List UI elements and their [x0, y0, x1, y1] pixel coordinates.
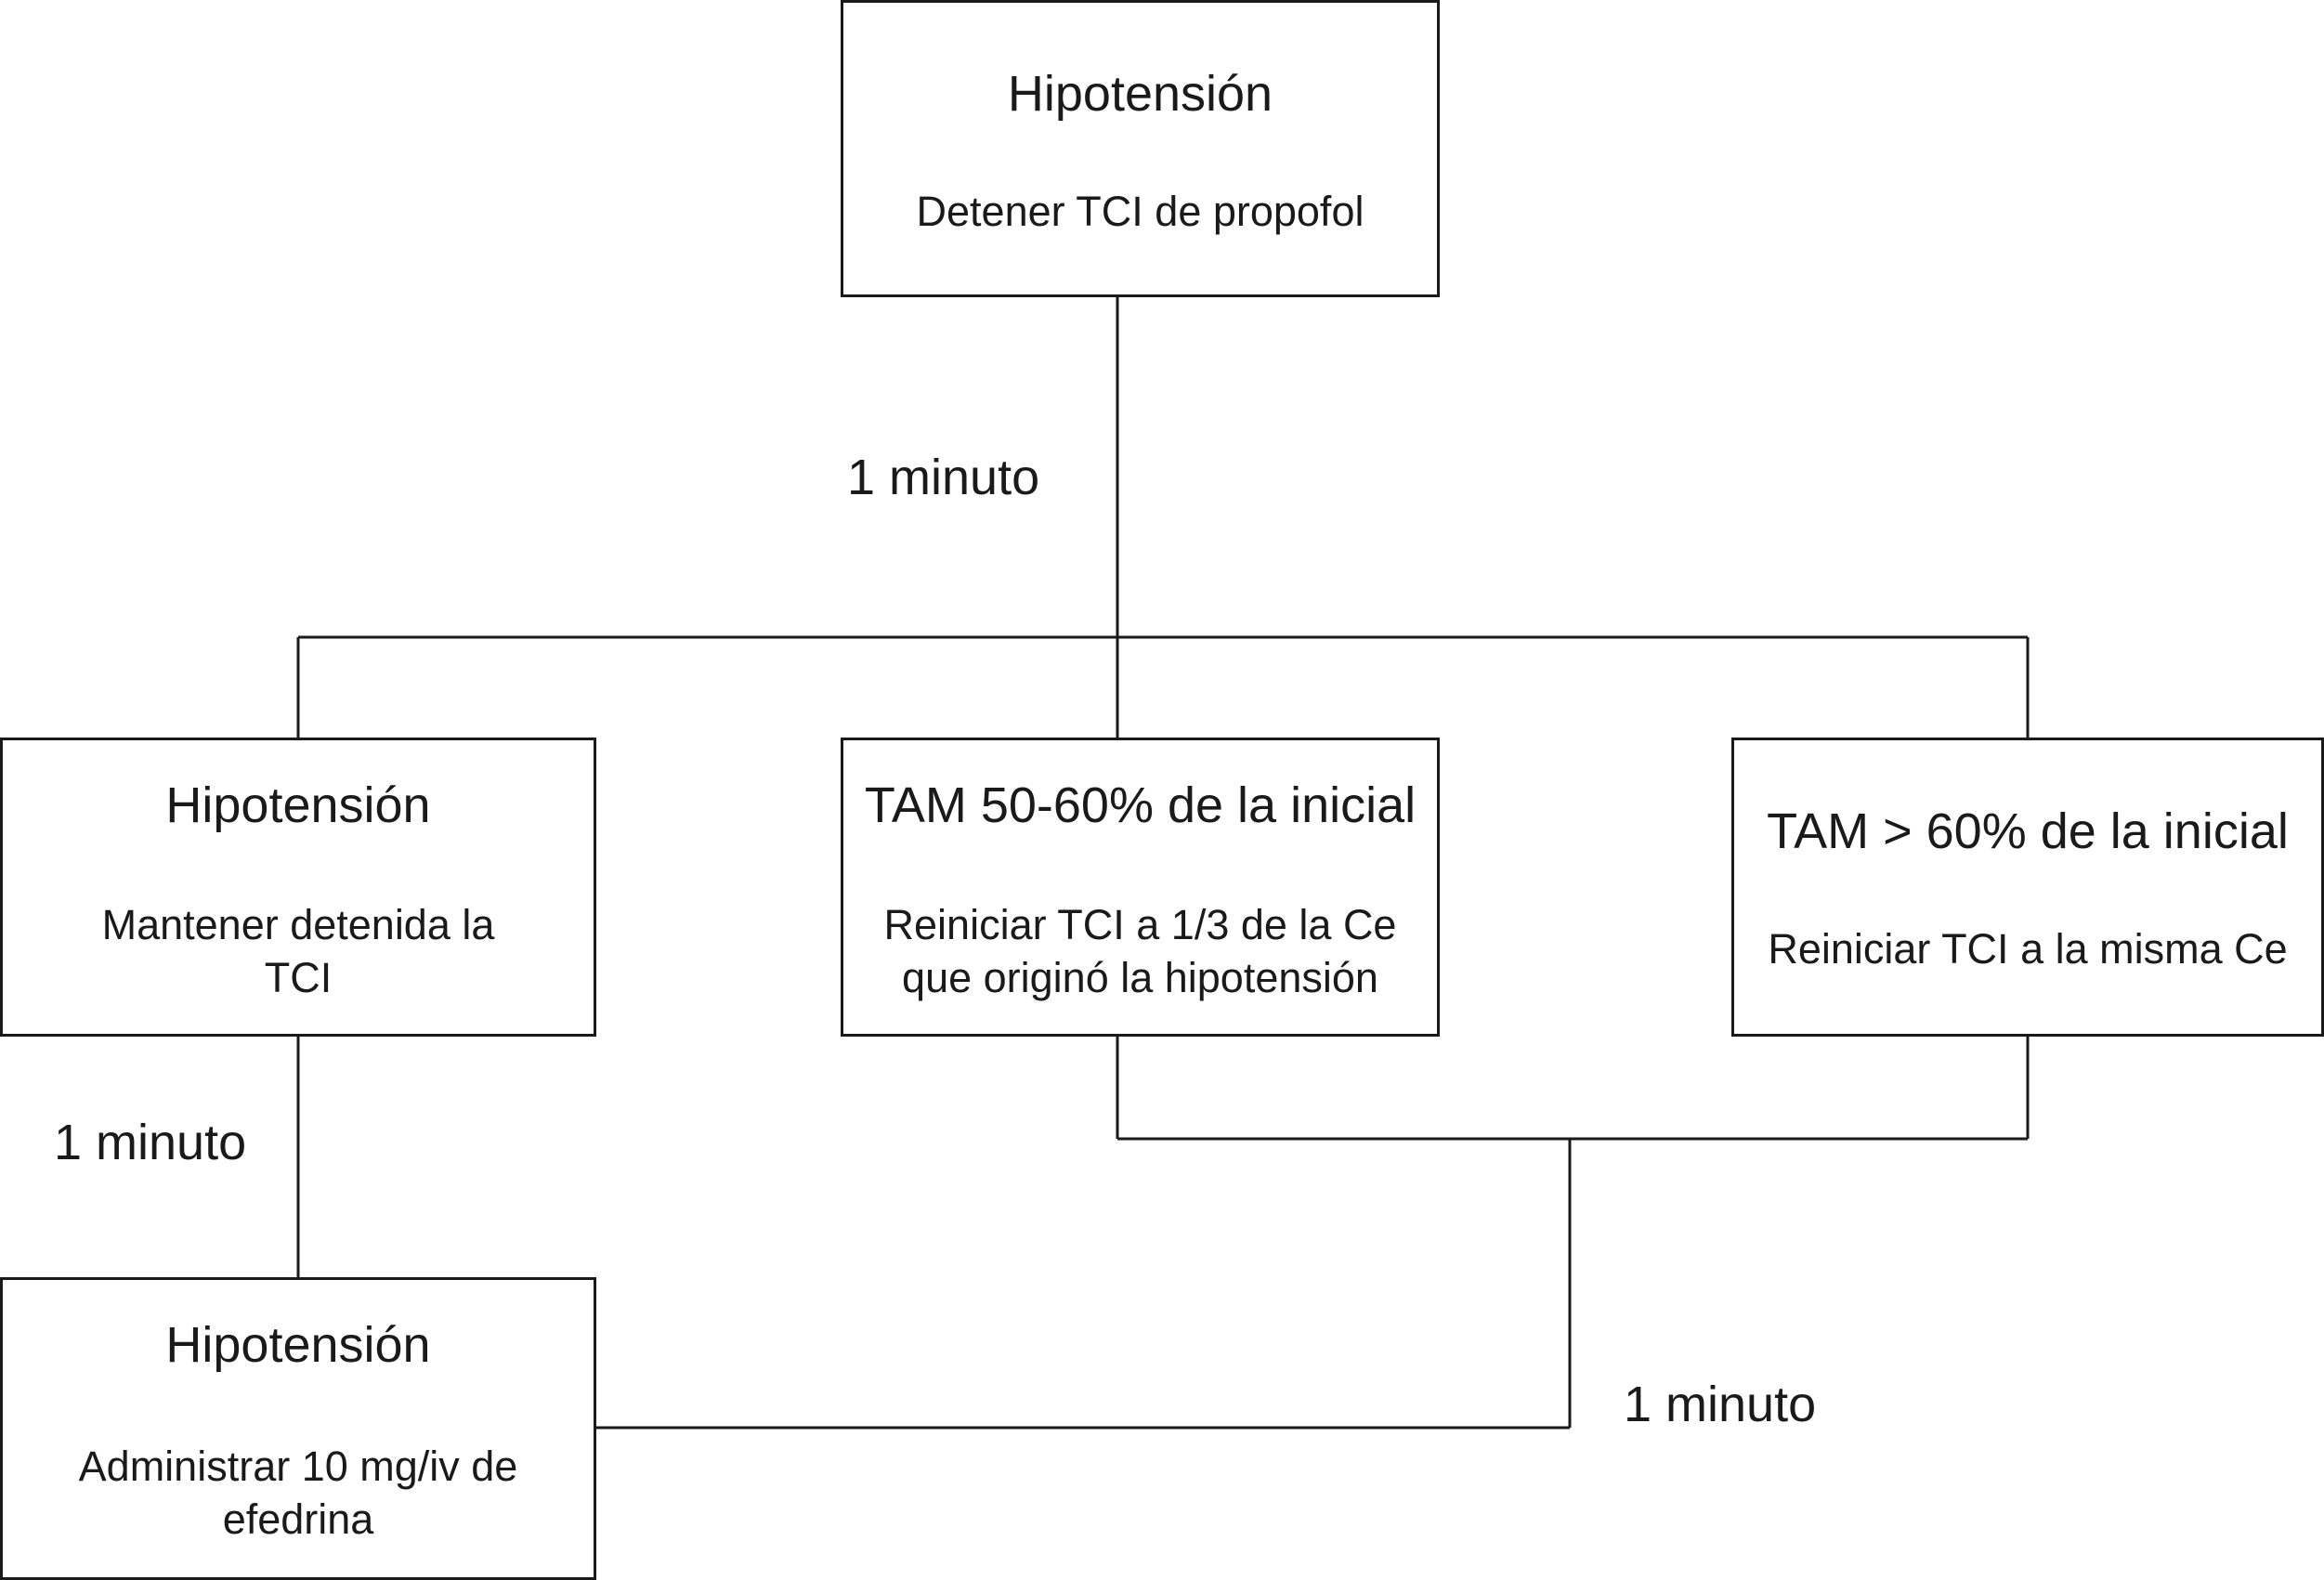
node-middle-action: Reiniciar TCI a 1/3 de la Ce que originó… [883, 901, 1397, 1001]
node-right-title: TAM > 60% de la inicial [1767, 803, 2289, 859]
node-bottom: Hipotensión Administrar 10 mg/iv de efed… [0, 1277, 596, 1580]
edge-label-left: 1 minuto [54, 1115, 247, 1170]
node-left-action: Mantener detenida la TCI [101, 901, 495, 1001]
node-right-action: Reiniciar TCI a la misma Ce [1768, 925, 2288, 973]
node-right: TAM > 60% de la inicial Reiniciar TCI a … [1731, 738, 2324, 1037]
node-start-title: Hipotensión [1007, 66, 1273, 122]
node-start: Hipotensión Detener TCI de propofol [841, 0, 1440, 297]
node-left-title: Hipotensión [165, 777, 431, 833]
edge-label-top: 1 minuto [847, 450, 1040, 505]
node-middle: TAM 50-60% de la inicial Reiniciar TCI a… [841, 738, 1440, 1037]
node-bottom-title: Hipotensión [165, 1317, 431, 1373]
node-bottom-action: Administrar 10 mg/iv de efedrina [78, 1443, 518, 1543]
node-middle-title: TAM 50-60% de la inicial [864, 777, 1417, 833]
node-left: Hipotensión Mantener detenida la TCI [0, 738, 596, 1037]
node-start-action: Detener TCI de propofol [916, 188, 1364, 235]
edge-label-bottom-right: 1 minuto [1624, 1377, 1817, 1432]
